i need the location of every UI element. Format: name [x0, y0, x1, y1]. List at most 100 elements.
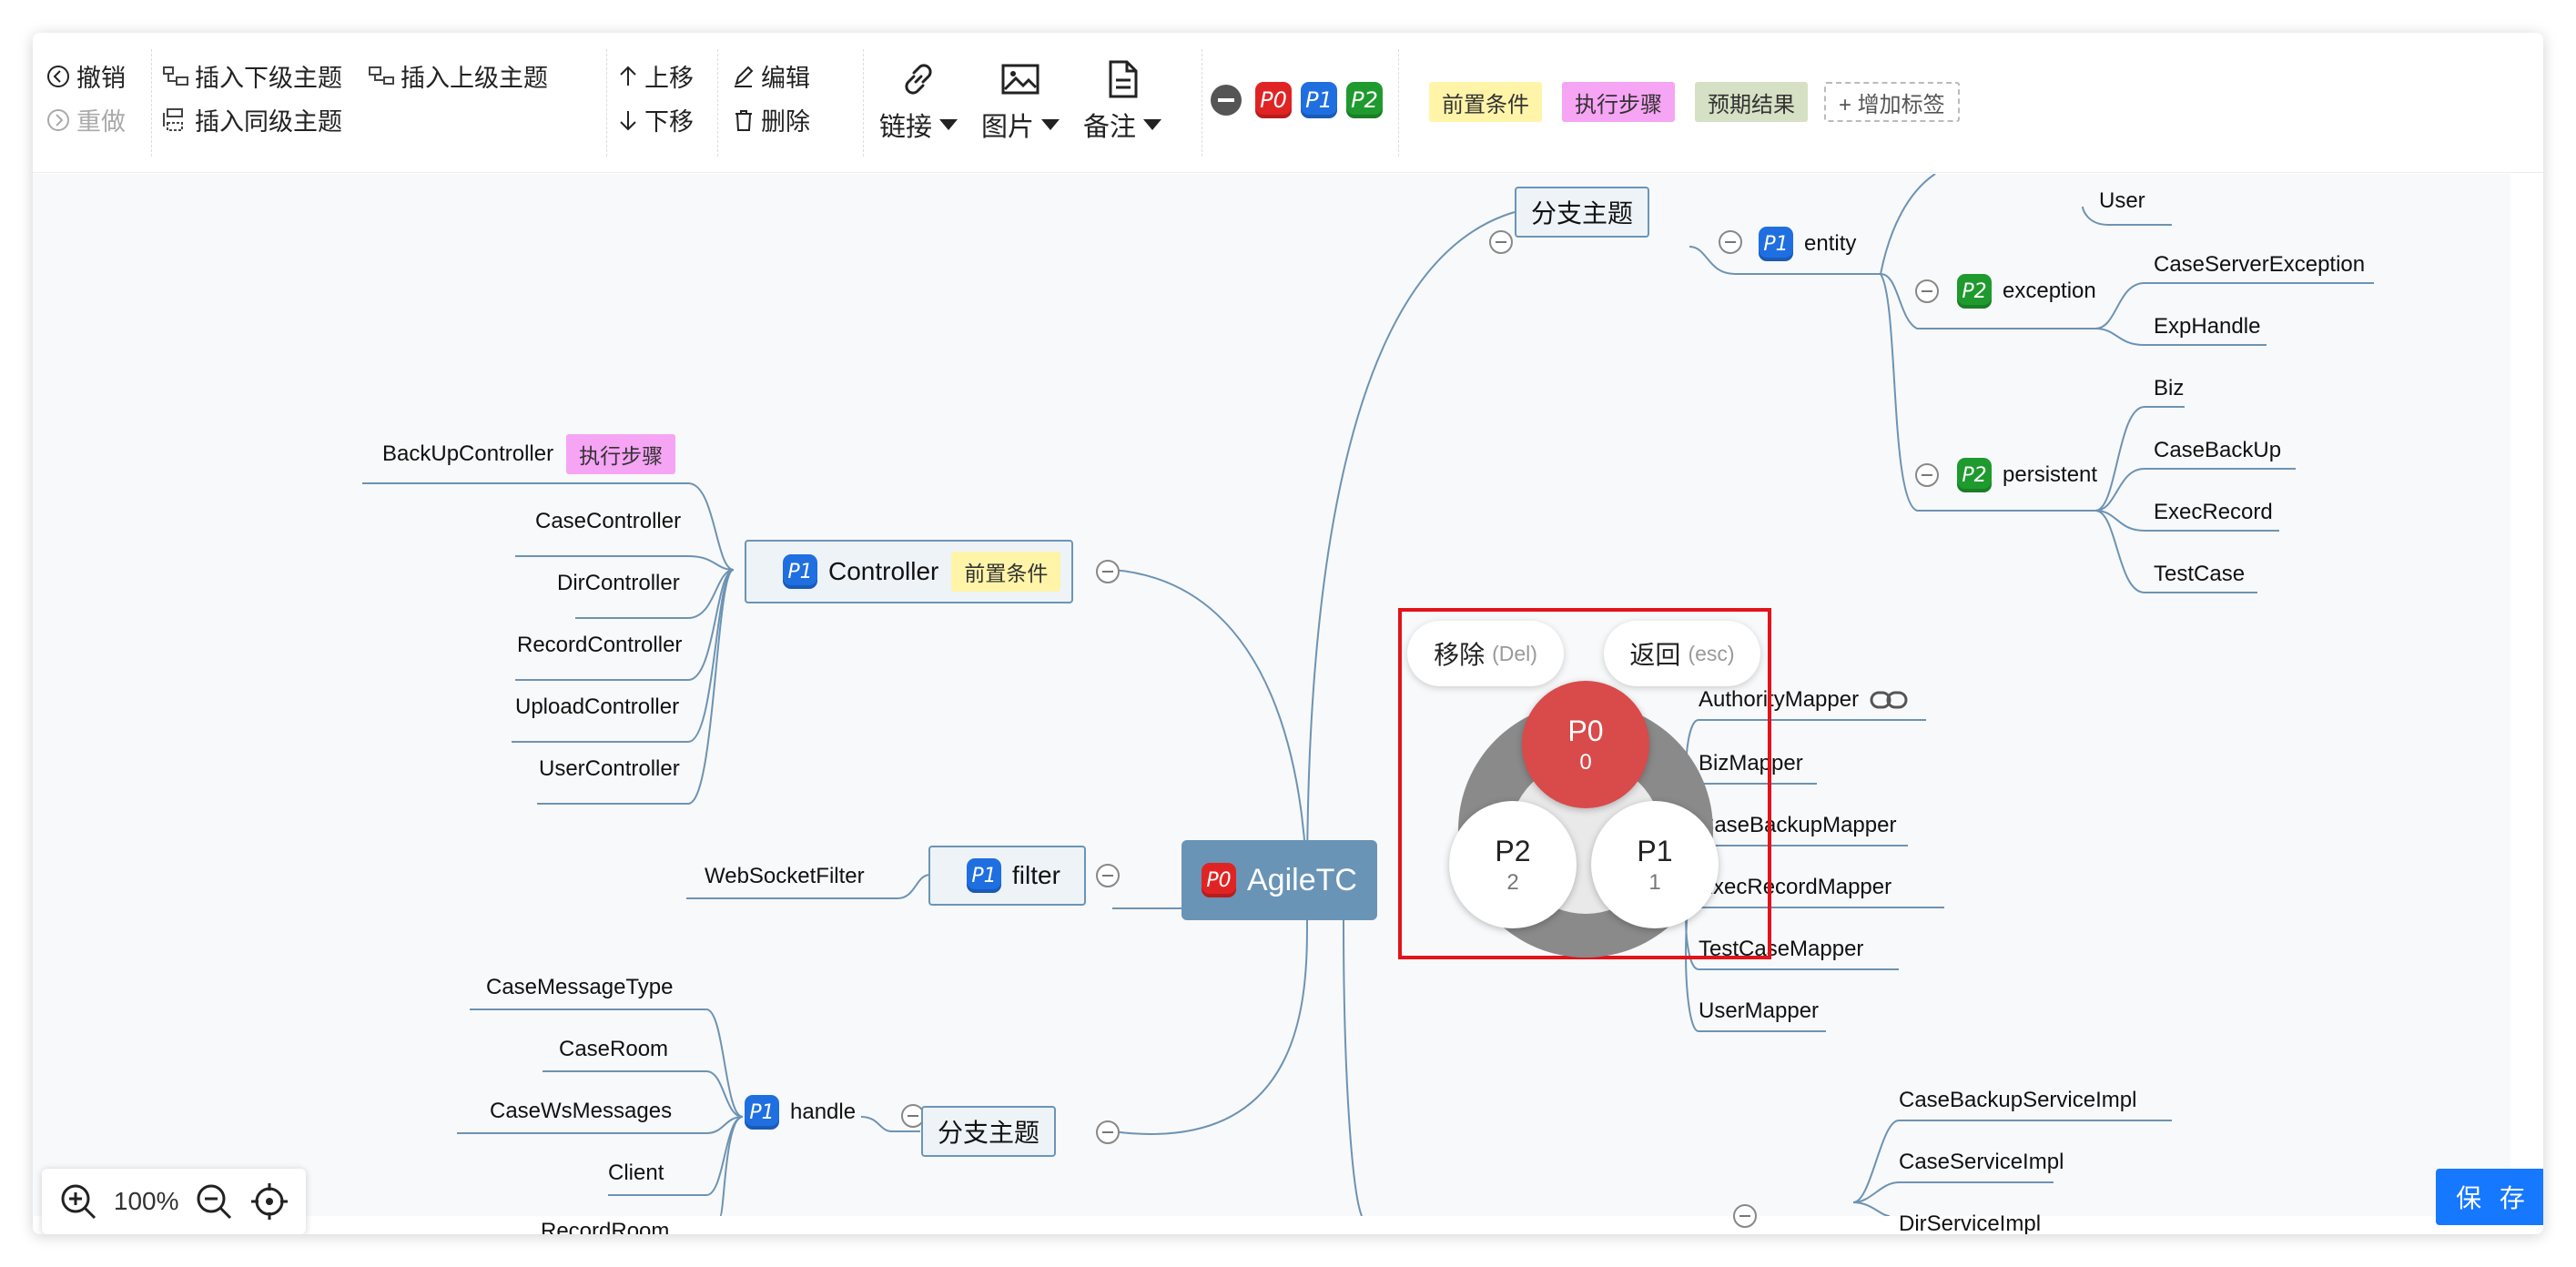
priority-p1-badge: P1 — [967, 858, 1001, 893]
node-case-room[interactable]: CaseRoom — [559, 1037, 669, 1061]
remove-priority-icon[interactable] — [1211, 85, 1242, 116]
node-test-case[interactable]: TestCase — [2154, 562, 2246, 586]
collapse-toggle[interactable] — [1096, 560, 1120, 583]
tag-steps-button[interactable]: 执行步骤 — [1562, 82, 1675, 122]
node-filter[interactable]: P1 filter — [928, 846, 1086, 906]
node-case-backup-service-impl[interactable]: CaseBackupServiceImpl — [1899, 1088, 2137, 1112]
priority-p2-button[interactable]: P2 — [1346, 82, 1383, 118]
toolbar-divider — [606, 49, 607, 157]
add-tag-button[interactable]: + 增加标签 — [1824, 82, 1960, 122]
connector-lines — [362, 174, 2374, 1216]
priority-p2-badge: P2 — [1957, 458, 1992, 492]
priority-p0-badge: P0 — [1202, 863, 1236, 897]
note-icon — [1109, 60, 1138, 98]
app-window: 撤销 重做 插入下级主题 插入上级主题 插入同级主题 上移 下移 — [33, 33, 2543, 1234]
zoom-panel: 100% — [42, 1169, 306, 1234]
node-exec-record[interactable]: ExecRecord — [2154, 500, 2273, 524]
image-label: 图片 — [981, 113, 1035, 142]
collapse-toggle[interactable] — [1733, 1204, 1757, 1228]
redo-button[interactable]: 重做 — [46, 102, 126, 137]
node-authority-mapper[interactable]: AuthorityMapper — [1699, 687, 1908, 713]
redo-icon — [47, 108, 69, 131]
node-case-server-exception[interactable]: CaseServerException — [2154, 252, 2366, 277]
image-icon — [1001, 64, 1040, 95]
collapse-toggle[interactable] — [1096, 1120, 1120, 1144]
back-button[interactable]: 返回(esc) — [1604, 621, 1760, 686]
insert-sibling-button[interactable]: 插入同级主题 — [162, 102, 342, 137]
mindmap-canvas[interactable]: 分支主题 P1 entity User P2 exception CaseSer… — [33, 174, 2510, 1234]
node-exception[interactable]: P2 exception — [1957, 274, 2096, 309]
branch-topic-top[interactable]: 分支主题 — [1515, 187, 1650, 238]
link-icon — [905, 64, 932, 95]
move-down-label: 下移 — [644, 108, 694, 136]
arrow-up-icon — [620, 66, 636, 86]
move-up-button[interactable]: 上移 — [617, 58, 694, 94]
link-button[interactable]: 链接 — [879, 58, 958, 144]
undo-label: 撤销 — [76, 65, 126, 92]
locate-center-icon[interactable] — [249, 1181, 289, 1221]
node-case-backup-mapper[interactable]: CaseBackupMapper — [1699, 813, 1897, 837]
node-case-message-type[interactable]: CaseMessageType — [486, 975, 674, 999]
image-button[interactable]: 图片 — [981, 58, 1060, 144]
node-user-partial[interactable]: User — [2099, 188, 2145, 213]
priority-p1-button[interactable]: P1 — [1301, 82, 1337, 118]
toolbar-divider — [1398, 49, 1399, 157]
node-persistent[interactable]: P2 persistent — [1957, 458, 2097, 492]
collapse-toggle[interactable] — [1096, 864, 1120, 887]
move-down-button[interactable]: 下移 — [617, 102, 694, 137]
collapse-toggle[interactable] — [1489, 230, 1513, 254]
node-biz[interactable]: Biz — [2154, 376, 2185, 400]
edit-button[interactable]: 编辑 — [732, 58, 810, 94]
node-record-controller[interactable]: RecordController — [517, 633, 683, 657]
collapse-toggle[interactable] — [1719, 230, 1742, 254]
node-biz-mapper[interactable]: BizMapper — [1699, 751, 1803, 775]
node-backup-controller[interactable]: BackUpController 执行步骤 — [382, 434, 676, 474]
priority-popup-highlight — [1398, 608, 1771, 959]
collapse-toggle[interactable] — [901, 1104, 925, 1128]
node-case-service-impl[interactable]: CaseServiceImpl — [1899, 1150, 2064, 1174]
priority-p0-button[interactable]: P0 — [1255, 82, 1292, 118]
pencil-icon — [735, 66, 754, 87]
link-label: 链接 — [879, 113, 933, 142]
priority-p1-badge: P1 — [745, 1095, 779, 1130]
branch-topic-bottom[interactable]: 分支主题 — [921, 1106, 1057, 1157]
node-exp-handle[interactable]: ExpHandle — [2154, 314, 2261, 339]
insert-parent-button[interactable]: 插入上级主题 — [368, 58, 548, 94]
undo-button[interactable]: 撤销 — [46, 58, 126, 94]
edit-label: 编辑 — [761, 65, 810, 92]
remove-priority-button[interactable]: 移除(Del) — [1407, 621, 1564, 686]
zoom-in-icon[interactable] — [58, 1181, 98, 1221]
delete-button[interactable]: 删除 — [732, 102, 810, 137]
collapse-toggle[interactable] — [1915, 279, 1939, 303]
priority-option-p1[interactable]: P1 1 — [1591, 801, 1719, 928]
node-client[interactable]: Client — [608, 1161, 664, 1185]
node-case-ws-messages[interactable]: CaseWsMessages — [490, 1099, 673, 1123]
chevron-down-icon — [939, 119, 958, 130]
delete-label: 删除 — [761, 108, 810, 136]
note-button[interactable]: 备注 — [1083, 58, 1162, 144]
priority-option-p0[interactable]: P0 0 — [1522, 681, 1649, 808]
node-websocket-filter[interactable]: WebSocketFilter — [705, 864, 865, 888]
arrow-down-icon — [620, 110, 636, 130]
insert-child-button[interactable]: 插入下级主题 — [162, 58, 342, 94]
root-node-agiletc[interactable]: P0 AgileTC — [1182, 840, 1377, 920]
node-upload-controller[interactable]: UploadController — [515, 694, 680, 719]
node-dir-service-impl[interactable]: DirServiceImpl — [1899, 1211, 2042, 1234]
node-handle[interactable]: P1 handle — [745, 1095, 856, 1130]
node-dir-controller[interactable]: DirController — [557, 571, 680, 595]
node-entity[interactable]: P1 entity — [1759, 227, 1856, 261]
priority-option-p2[interactable]: P2 2 — [1449, 801, 1577, 928]
node-record-room[interactable]: RecordRoom — [541, 1219, 670, 1234]
node-controller[interactable]: P1 Controller 前置条件 — [745, 540, 1074, 603]
save-button[interactable]: 保 存 — [2436, 1169, 2543, 1225]
node-exec-record-mapper[interactable]: ExecRecordMapper — [1699, 875, 1892, 899]
node-case-controller[interactable]: CaseController — [535, 509, 682, 533]
node-case-backup[interactable]: CaseBackUp — [2154, 438, 2282, 462]
chevron-down-icon — [1041, 119, 1060, 130]
collapse-toggle[interactable] — [1915, 463, 1939, 487]
node-user-mapper[interactable]: UserMapper — [1699, 998, 1820, 1023]
tag-expected-result-button[interactable]: 预期结果 — [1695, 82, 1808, 122]
zoom-out-icon[interactable] — [194, 1181, 234, 1221]
tag-precondition-button[interactable]: 前置条件 — [1429, 82, 1542, 122]
node-user-controller[interactable]: UserController — [539, 756, 680, 781]
